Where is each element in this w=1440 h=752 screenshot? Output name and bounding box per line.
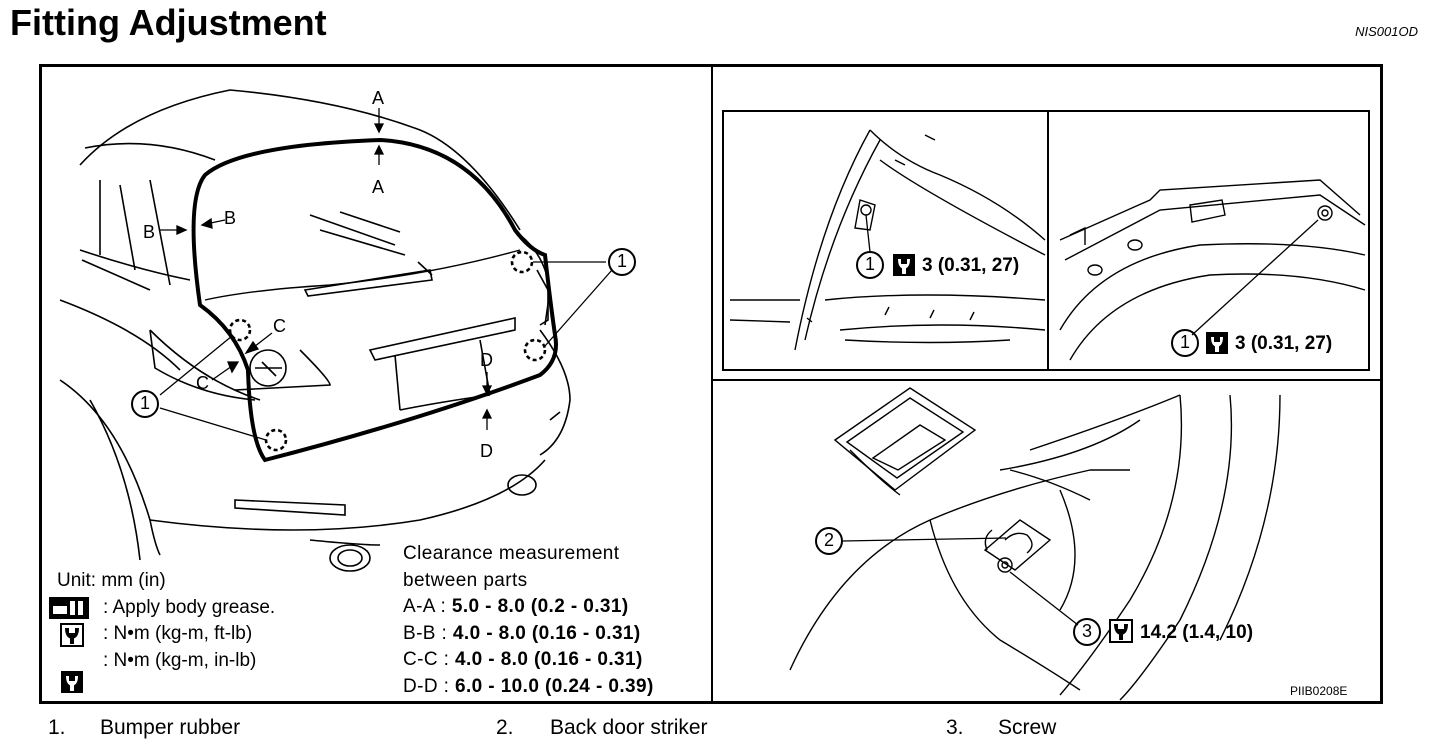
torque-inlb-icon <box>61 671 83 693</box>
figure-code: PIIB0208E <box>1290 684 1348 698</box>
callout-1: 1 <box>865 254 876 274</box>
bumper-rubber-markers <box>228 250 547 452</box>
callout-1: 1 <box>140 393 151 413</box>
dim-label-c-bottom: C <box>196 373 209 393</box>
clearance-row: C-C : 4.0 - 8.0 (0.16 - 0.31) <box>403 649 643 670</box>
legend-nm-ftlb: : N•m (kg-m, ft-lb) <box>103 623 253 644</box>
clearance-table: Clearance measurement between parts A-A … <box>403 541 654 700</box>
legend-nm-inlb: : N•m (kg-m, in-lb) <box>103 649 257 671</box>
document-code: NIS001OD <box>1355 24 1418 39</box>
legend: Unit: mm (in) : Apply body grease. : N•m… <box>57 568 275 674</box>
part-number: 1. <box>48 716 66 739</box>
dim-label-d-top: D <box>480 350 493 370</box>
grease-icon <box>49 597 89 619</box>
car-rear-view <box>59 89 571 572</box>
hinge-detail-left <box>729 129 1046 351</box>
dim-label-c-top: C <box>273 316 286 336</box>
dim-label-b-right: B <box>224 208 237 228</box>
back-door-outline <box>191 137 558 463</box>
callout-3: 3 <box>1082 621 1093 641</box>
top-detail-box <box>722 110 1370 371</box>
part-name: Back door striker <box>550 716 708 739</box>
torque-spec-left: 3 (0.31, 27) <box>922 255 1020 276</box>
clearance-heading: between parts <box>403 569 528 591</box>
torque-spec-right: 3 (0.31, 27) <box>1235 333 1333 354</box>
clearance-row: B-B : 4.0 - 8.0 (0.16 - 0.31) <box>403 622 641 644</box>
clearance-heading: Clearance measurement <box>403 543 620 564</box>
clearance-row: D-D : 6.0 - 10.0 (0.24 - 0.39) <box>403 675 654 697</box>
striker-detail <box>789 387 1281 701</box>
dim-label-d-bottom: D <box>480 441 493 461</box>
dim-label-a-bottom: A <box>372 177 385 197</box>
callout-1: 1 <box>1180 332 1191 352</box>
hinge-detail-right <box>1059 179 1366 361</box>
callout-circles <box>131 248 1199 646</box>
part-name: Bumper rubber <box>100 716 241 739</box>
part-number: 3. <box>946 716 964 739</box>
part-number: 2. <box>496 716 514 739</box>
dim-label-b-left: B <box>143 222 156 242</box>
page-title: Fitting Adjustment <box>10 2 327 43</box>
legend-grease: : Apply body grease. <box>103 596 276 618</box>
torque-spec-striker: 14.2 (1.4, 10) <box>1140 622 1254 643</box>
part-name: Screw <box>998 716 1057 739</box>
callout-1: 1 <box>617 251 628 271</box>
figure-frame <box>39 64 1383 704</box>
callout-2: 2 <box>824 530 835 550</box>
dim-label-a-top: A <box>372 88 385 108</box>
legend-unit: Unit: mm (in) <box>57 570 166 591</box>
clearance-row: A-A : 5.0 - 8.0 (0.2 - 0.31) <box>403 596 629 617</box>
